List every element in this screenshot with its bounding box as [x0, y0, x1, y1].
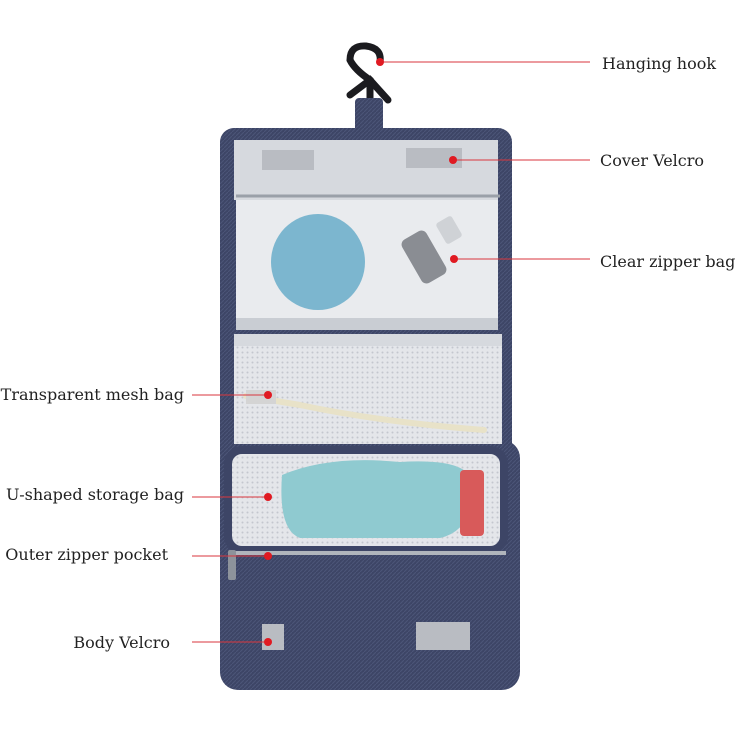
cover-velcro-left: [262, 150, 314, 170]
label-body-velcro: Body Velcro: [73, 633, 170, 652]
toothbrush: [243, 393, 487, 433]
bottle: [401, 216, 462, 284]
outer-zipper-pocket: [228, 550, 506, 580]
cover-velcro-right: [406, 148, 462, 168]
label-hanging-hook: Hanging hook: [602, 54, 717, 73]
sponge: [271, 214, 365, 310]
label-outer-zipper-pocket: Outer zipper pocket: [5, 545, 168, 564]
callout-body-velcro: [192, 638, 272, 646]
callout-cover-velcro: [449, 156, 590, 164]
callout-hanging-hook: [376, 58, 590, 66]
callout-outer-zipper-pocket: [192, 552, 272, 560]
label-transparent-mesh-bag: Transparent mesh bag: [0, 385, 184, 404]
callout-clear-zipper-bag: [450, 255, 590, 263]
label-clear-zipper-bag: Clear zipper bag: [600, 252, 736, 271]
clear-zipper-bag: [236, 200, 498, 330]
body-velcro-right: [416, 622, 470, 650]
callout-u-shaped-storage-bag: [192, 493, 272, 501]
u-shaped-storage-bag: [224, 446, 508, 554]
towel: [281, 460, 473, 538]
label-u-shaped-storage-bag: U-shaped storage bag: [6, 485, 184, 504]
callout-transparent-mesh-bag: [192, 391, 272, 399]
hanging-hook: [346, 42, 392, 134]
body-velcro-left: [262, 624, 284, 650]
transparent-mesh-bag: [234, 334, 502, 444]
label-cover-velcro: Cover Velcro: [600, 151, 705, 170]
